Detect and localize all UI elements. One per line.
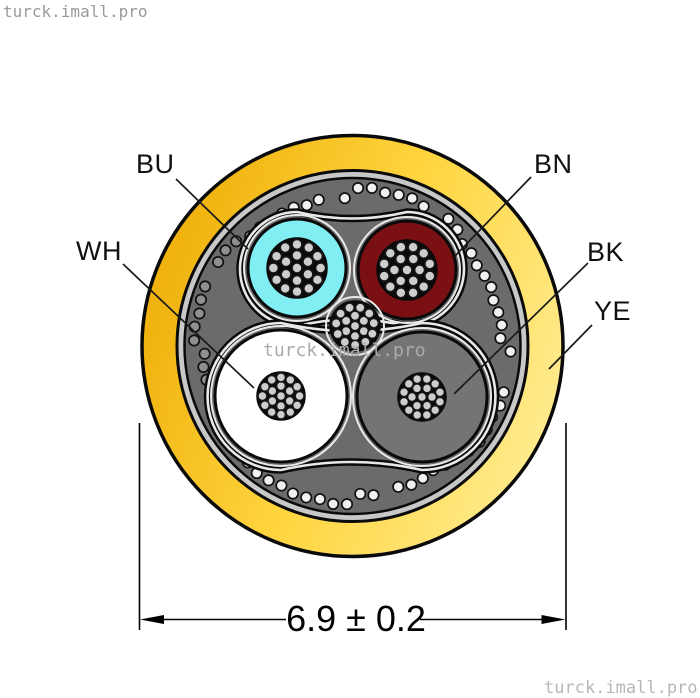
dimension-arrow-left — [140, 615, 164, 624]
bn-leader-line — [453, 176, 532, 258]
label-yellow-jacket: YE — [594, 296, 632, 326]
bk-leader-line — [453, 262, 589, 395]
label-white-conductor: WH — [76, 236, 122, 266]
dimension-lines — [138, 423, 567, 630]
label-black-conductor: BK — [587, 237, 625, 267]
dimension-arrow-right — [541, 615, 566, 624]
label-brown-conductor: BN — [534, 149, 573, 179]
wh-leader-line — [122, 263, 255, 389]
leader-lines — [122, 176, 593, 395]
ye-leader-line — [548, 324, 593, 370]
diameter-dimension-value: 6.9 ± 0.2 — [286, 598, 426, 639]
label-blue-conductor: BU — [136, 149, 175, 179]
cable-cross-section — [140, 133, 565, 559]
bu-leader-line — [175, 178, 249, 250]
